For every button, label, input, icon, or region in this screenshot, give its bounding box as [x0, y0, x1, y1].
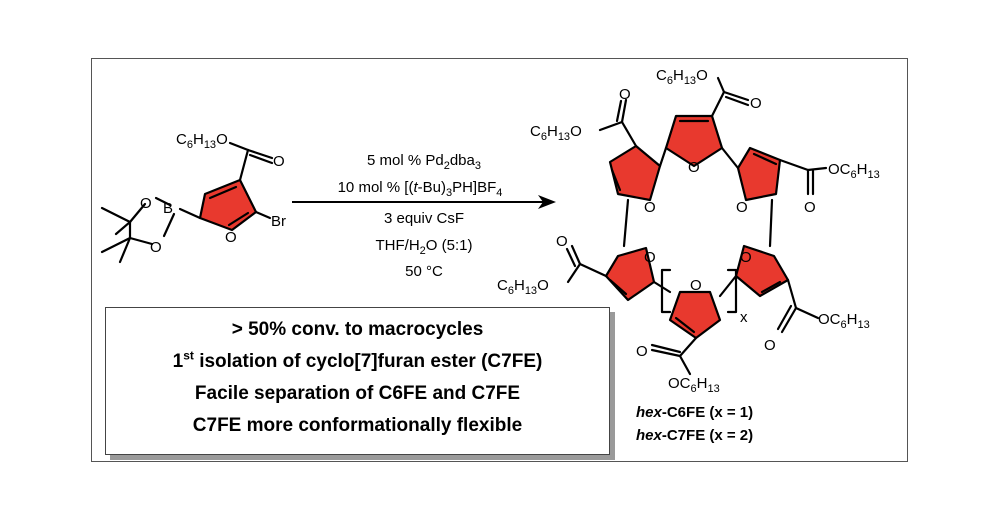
product-ring-o-2: O	[644, 199, 656, 216]
product-furan-top	[664, 114, 724, 168]
product-repeat-subscript: x	[740, 309, 748, 326]
product-ring-o-4: O	[644, 249, 656, 266]
reaction-arrowhead	[538, 195, 556, 209]
product-ring-o-1: O	[688, 159, 700, 176]
reagent-furan-ring	[198, 178, 258, 232]
product-label-c6fe: hex-C6FE (x = 1)	[636, 404, 753, 421]
condition-temperature: 50 °C	[405, 263, 443, 280]
summary-line-conversion: > 50% conv. to macrocycles	[231, 319, 484, 340]
condition-ligand: 10 mol % [(t-Bu)3PH]BF4	[338, 179, 503, 199]
product-carbonyl-o-2: O	[619, 86, 631, 103]
product-ring-o-5: O	[740, 249, 752, 266]
reagent-furan-o: O	[225, 229, 237, 246]
product-ring-o-6: O	[690, 277, 702, 294]
reagent-carbonyl-o: O	[273, 153, 285, 170]
product-carbonyl-o-3: O	[804, 199, 816, 216]
product-hexyl-1: C6H13O	[656, 67, 708, 87]
product-label-c7fe: hex-C7FE (x = 2)	[636, 427, 753, 444]
product-hexyl-4: C6H13O	[497, 277, 549, 297]
condition-solvent: THF/H2O (5:1)	[376, 237, 473, 257]
summary-line-isolation: 1st isolation of cyclo[7]furan ester (C7…	[172, 348, 543, 372]
reagent-bromine: Br	[271, 213, 286, 230]
macrocycle-product	[565, 76, 828, 376]
summary-box: > 50% conv. to macrocycles 1st isolation…	[105, 307, 610, 455]
scheme-frame	[91, 58, 908, 462]
reagent-boron: B	[163, 200, 173, 217]
product-carbonyl-o-1: O	[750, 95, 762, 112]
product-furan-upper-left	[608, 144, 662, 202]
product-furan-repeat	[668, 290, 722, 340]
product-ring-o-3: O	[736, 199, 748, 216]
repeat-bracket-left	[660, 268, 672, 314]
product-hexyl-6: OC6H13	[668, 375, 720, 395]
product-hexyl-5: OC6H13	[818, 311, 870, 331]
boronate-reagent	[100, 141, 274, 264]
reagent-boronate-o2: O	[150, 239, 162, 256]
product-furan-lower-right	[734, 244, 790, 298]
summary-line-flexibility: C7FE more conformationally flexible	[192, 415, 523, 436]
summary-line-separation: Facile separation of C6FE and C7FE	[194, 383, 521, 404]
condition-catalyst: 5 mol % Pd2dba3	[367, 152, 481, 172]
product-hexyl-3: OC6H13	[828, 161, 880, 181]
reagent-boronate-o1: O	[140, 195, 152, 212]
reagent-hexyl-label: C6H13O	[176, 131, 228, 151]
product-carbonyl-o-6: O	[636, 343, 648, 360]
product-carbonyl-o-4: O	[556, 233, 568, 250]
repeat-bracket-right	[726, 268, 738, 314]
condition-base: 3 equiv CsF	[384, 210, 464, 227]
product-hexyl-2: C6H13O	[530, 123, 582, 143]
product-carbonyl-o-5: O	[764, 337, 776, 354]
